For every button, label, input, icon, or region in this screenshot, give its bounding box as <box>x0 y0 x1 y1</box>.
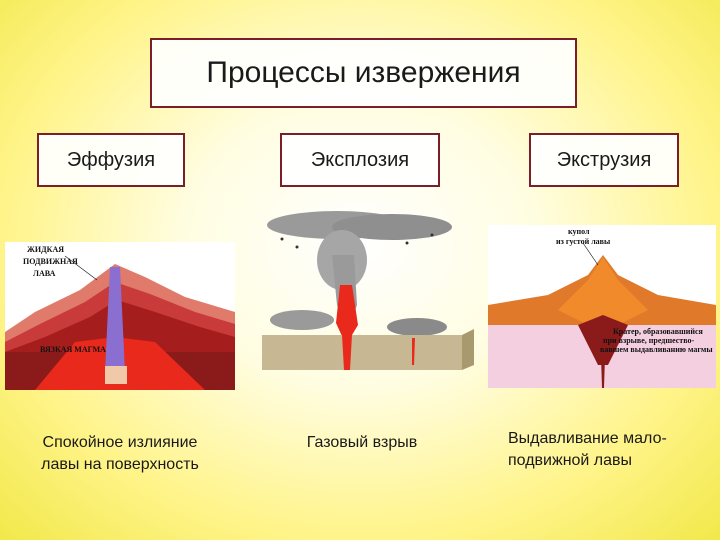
extrusion-label-2: из густой лавы <box>556 237 611 246</box>
effusion-description: Спокойное излияние лавы на поверхность <box>10 432 230 477</box>
page-title: Процессы извержения <box>150 38 577 108</box>
effusion-label-1: ЖИДКАЯ <box>27 245 64 254</box>
explosion-diagram <box>262 205 477 375</box>
extrusion-description: Выдавливание мало- подвижной лавы <box>508 428 718 473</box>
extrusion-label-4: при взрыве, предшество- <box>603 336 694 345</box>
explosion-description: Газовый взрыв <box>282 432 442 454</box>
extrusion-description-line1: Выдавливание мало- <box>508 428 718 450</box>
explosion-description-text: Газовый взрыв <box>282 432 442 454</box>
effusion-description-line2: лавы на поверхность <box>10 454 230 476</box>
extrusion-label-1: купол <box>568 227 590 236</box>
extrusion-label-5: вавшем выдавливанию магмы <box>600 345 713 354</box>
category-effusion-label: Эффузия <box>67 149 155 172</box>
extrusion-label-3: Кратер, образовавшийся <box>613 327 704 336</box>
category-extrusion-box: Экструзия <box>529 133 679 187</box>
category-explosion-box: Эксплозия <box>280 133 440 187</box>
category-explosion-label: Эксплозия <box>311 149 409 172</box>
effusion-label-2: ПОДВИЖНАЯ <box>23 257 78 266</box>
effusion-label-3: ЛАВА <box>33 269 56 278</box>
page-title-text: Процессы извержения <box>206 56 520 90</box>
category-extrusion-label: Экструзия <box>557 149 652 172</box>
effusion-description-line1: Спокойное излияние <box>10 432 230 454</box>
extrusion-description-line2: подвижной лавы <box>508 450 718 472</box>
effusion-diagram: ЖИДКАЯ ПОДВИЖНАЯ ЛАВА ВЯЗКАЯ МАГМА <box>5 242 235 390</box>
effusion-label-4: ВЯЗКАЯ МАГМА <box>40 345 106 354</box>
category-effusion-box: Эффузия <box>37 133 185 187</box>
extrusion-diagram: купол из густой лавы Кратер, образовавши… <box>488 225 716 388</box>
